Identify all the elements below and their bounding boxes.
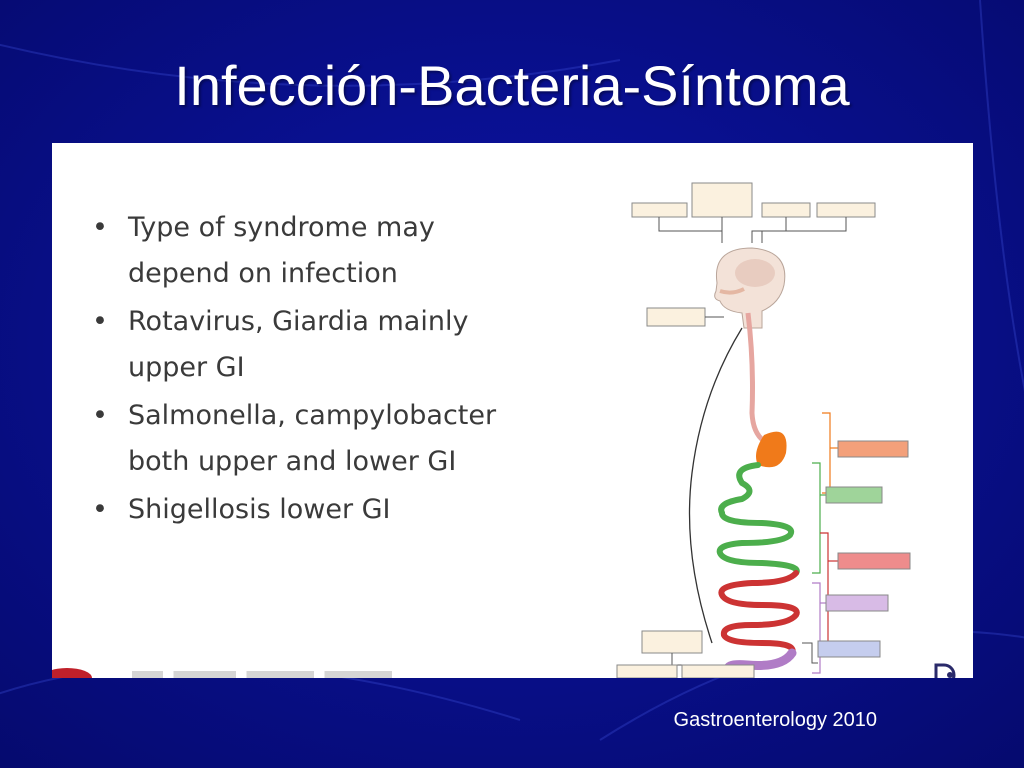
logo-right-icon <box>934 663 956 678</box>
bullet-text: Type of syndrome may depend on infection <box>128 212 435 289</box>
top-label-boxes <box>631 182 876 218</box>
bullet-item: • Type of syndrome may depend on infectio… <box>90 205 510 297</box>
source-citation: Gastroenterology 2010 <box>673 709 877 731</box>
bullet-item: • Salmonella, campylobacter both upper an… <box>90 393 510 485</box>
content-panel: • Type of syndrome may depend on infectio… <box>52 143 973 678</box>
bullet-icon: • <box>92 306 108 337</box>
small-intestine-upper <box>716 462 800 576</box>
bullet-text: Rotavirus, Giardia mainly upper GI <box>128 306 469 383</box>
bullet-text: Salmonella, campylobacter both upper and… <box>128 400 497 477</box>
stomach-icon <box>756 431 787 468</box>
slide-title: Infección-Bacteria-Síntoma <box>174 54 850 117</box>
brain-head-icon <box>714 247 786 329</box>
bullet-list: • Type of syndrome may depend on infectio… <box>90 205 510 535</box>
footer-faint-text-strip <box>132 671 392 678</box>
bullet-icon: • <box>92 400 108 431</box>
gi-tract-diagram <box>616 182 911 678</box>
bullet-item: • Rotavirus, Giardia mainly upper GI <box>90 299 510 391</box>
bullet-item: • Shigellosis lower GI <box>90 487 510 533</box>
logo-left-icon <box>52 668 92 678</box>
bullet-icon: • <box>92 212 108 243</box>
bullet-text: Shigellosis lower GI <box>128 494 391 525</box>
small-intestine-middle <box>718 570 800 656</box>
bullet-icon: • <box>92 494 108 525</box>
